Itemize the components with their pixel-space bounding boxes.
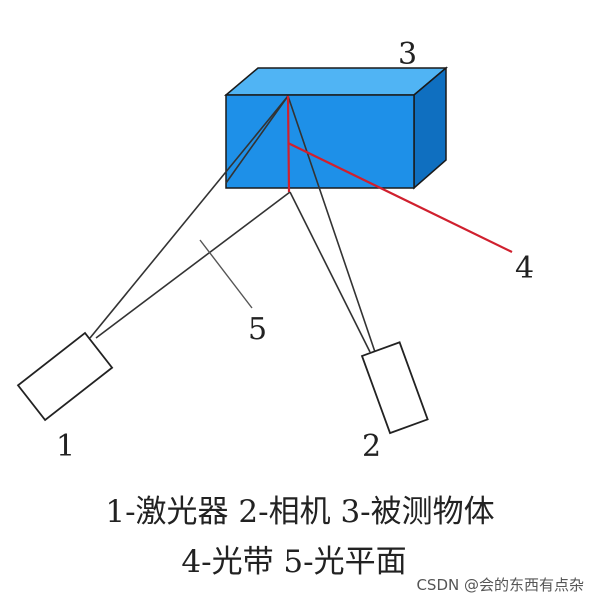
label-object: 3 xyxy=(398,37,417,72)
camera-ray-top xyxy=(287,95,376,353)
camera-rays xyxy=(287,95,376,353)
label-light-strip: 4 xyxy=(515,251,534,286)
laser-ray-left xyxy=(89,95,289,339)
object-top-face xyxy=(223,67,449,96)
caption-line-1: 1-激光器 2-相机 3-被测物体 xyxy=(105,494,494,530)
camera-ray-bottom xyxy=(289,191,371,353)
light-strip xyxy=(286,95,513,253)
camera-device xyxy=(360,341,429,435)
watermark: CSDN @会的东西有点杂 xyxy=(416,576,584,594)
laser-ray-right xyxy=(95,191,291,339)
label-light-plane: 5 xyxy=(248,312,267,347)
laser-device xyxy=(16,331,114,422)
label-laser: 1 xyxy=(56,429,75,464)
light-plane-rays xyxy=(89,95,291,339)
label-camera: 2 xyxy=(362,429,381,464)
light-strip-leader xyxy=(287,142,513,253)
measured-object xyxy=(223,66,449,190)
caption-line-2: 4-光带 5-光平面 xyxy=(181,544,406,580)
object-front-face xyxy=(225,94,415,189)
light-plane-leader xyxy=(199,239,253,309)
object-internal-ray-a xyxy=(225,95,289,184)
